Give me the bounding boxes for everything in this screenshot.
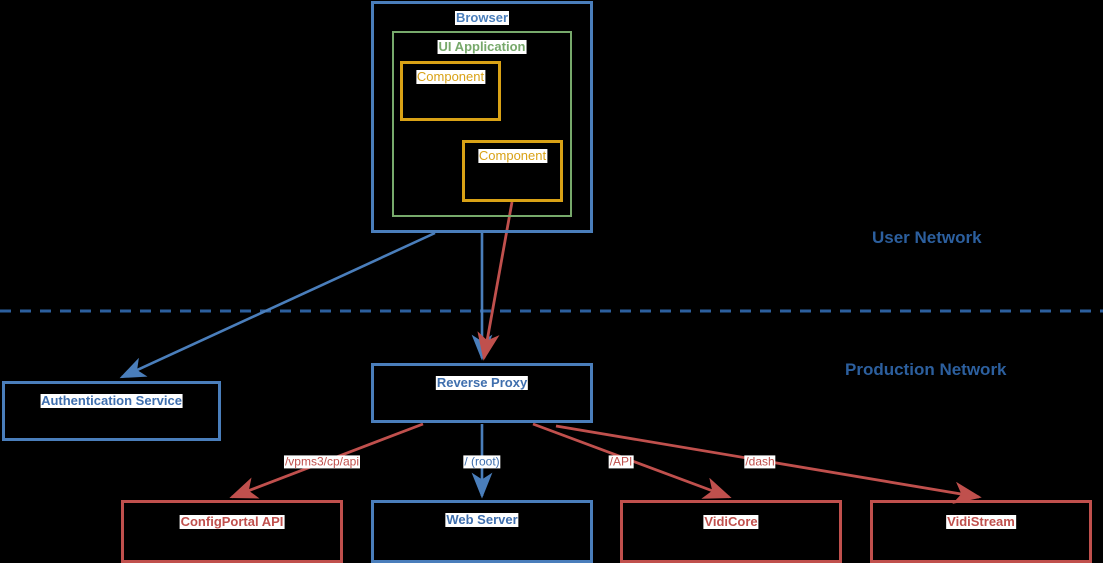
node-web-server-label: Web Server xyxy=(445,512,519,527)
edge-browser-to-auth xyxy=(119,231,436,379)
edge-label-api: /API xyxy=(608,454,634,469)
node-ui-application[interactable]: UI Application xyxy=(392,31,572,217)
node-component-1-label: Component xyxy=(415,69,486,84)
node-configportal-api-label: ConfigPortal API xyxy=(179,514,285,529)
node-configportal-api[interactable]: ConfigPortal API xyxy=(121,500,343,563)
node-browser-label: Browser xyxy=(454,10,510,25)
node-authentication-service[interactable]: Authentication Service xyxy=(2,381,221,441)
node-authentication-service-label: Authentication Service xyxy=(40,393,183,408)
node-ui-application-label: UI Application xyxy=(437,39,527,54)
node-component-1[interactable]: Component xyxy=(400,61,501,121)
node-reverse-proxy-label: Reverse Proxy xyxy=(435,375,529,390)
node-vidicore[interactable]: VidiCore xyxy=(620,500,842,563)
node-vidistream-label: VidiStream xyxy=(946,514,1016,529)
zone-label-production-network: Production Network xyxy=(845,360,1007,379)
edge-label-vpms3-cp-api: /vpms3/cp/api xyxy=(283,454,361,469)
edge-component-to-reverse-proxy xyxy=(477,201,514,361)
node-reverse-proxy[interactable]: Reverse Proxy xyxy=(371,363,593,423)
edge-label-root: / (root) xyxy=(463,454,501,469)
node-browser[interactable]: Browser xyxy=(371,1,593,233)
node-vidicore-label: VidiCore xyxy=(703,514,759,529)
node-component-2-label: Component xyxy=(477,148,548,163)
node-web-server[interactable]: Web Server xyxy=(371,500,593,563)
zone-label-user-network: User Network xyxy=(872,228,982,247)
node-component-2[interactable]: Component xyxy=(462,140,563,202)
edge-label-dash: /dash xyxy=(744,454,776,469)
node-vidistream[interactable]: VidiStream xyxy=(870,500,1092,563)
